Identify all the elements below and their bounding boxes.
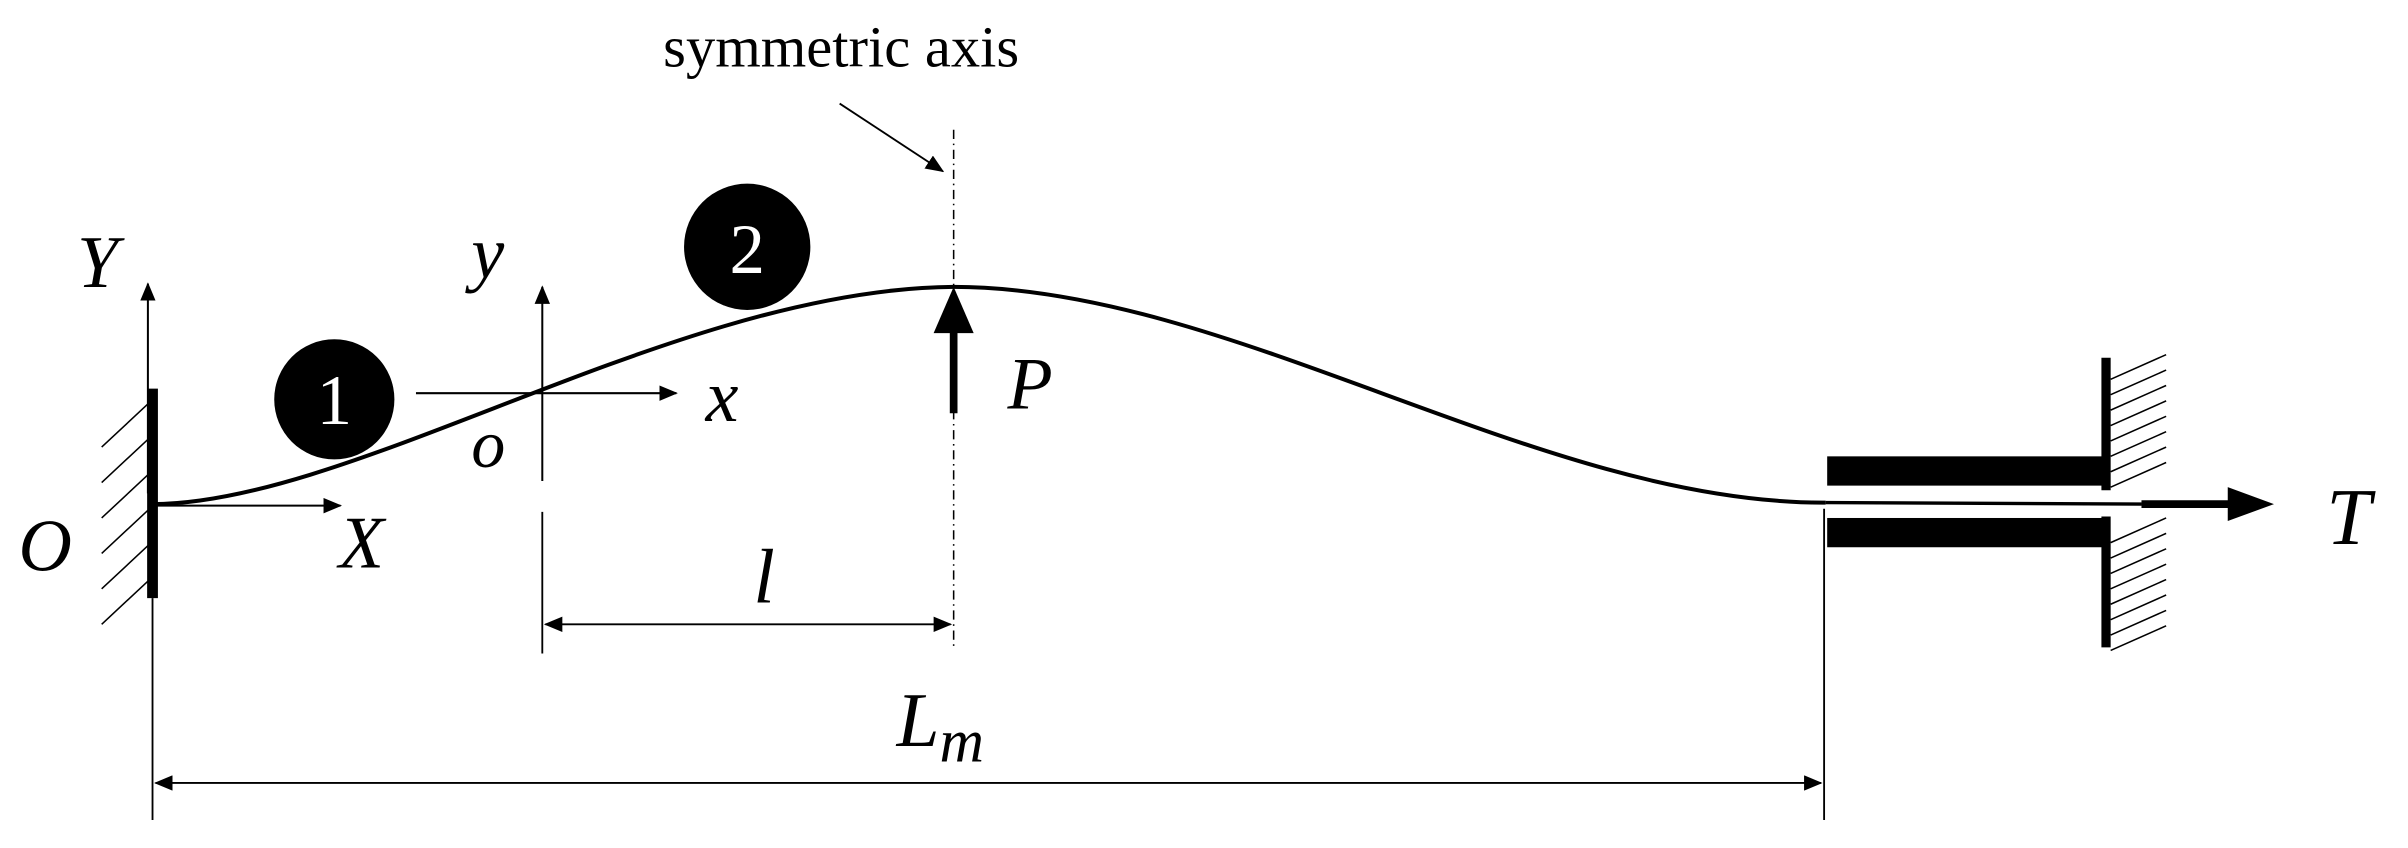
tension-t-arrowhead <box>2227 487 2274 522</box>
segment-marker-2: 2 <box>684 183 811 310</box>
guide-lower-bar <box>1827 517 2107 548</box>
segment-marker-2-label: 2 <box>729 211 764 289</box>
segment-marker-1-label: 1 <box>317 362 352 440</box>
left-support-hatching <box>101 403 149 625</box>
local-axes: y x o <box>415 212 739 482</box>
symmetric-axis: symmetric axis <box>663 15 1019 648</box>
global-x-label: X <box>336 501 387 583</box>
global-y-label: Y <box>77 221 125 303</box>
dimension-lm-base: L <box>896 677 940 763</box>
dimension-l: l <box>541 511 953 654</box>
beam-extension <box>1825 500 2142 506</box>
force-p-label: P <box>1007 343 1053 425</box>
local-x-label: x <box>705 355 739 437</box>
right-sliding-support <box>1825 353 2167 652</box>
tension-t: T <box>2141 474 2376 562</box>
left-fixed-support <box>101 388 158 625</box>
global-origin-label: O <box>18 504 71 586</box>
local-origin-label: o <box>471 407 505 482</box>
symmetric-axis-leader <box>839 102 945 173</box>
guide-upper-bar <box>1827 456 2107 486</box>
local-y-label: y <box>464 212 504 294</box>
force-p-arrowhead <box>933 286 974 334</box>
symmetric-axis-label: symmetric axis <box>663 15 1019 80</box>
global-axes: Y X O <box>18 221 386 586</box>
dimension-lm-subscript: m <box>939 707 983 775</box>
force-p: P <box>933 286 1053 425</box>
segment-marker-1: 1 <box>274 339 395 460</box>
beam-curve <box>152 284 1826 507</box>
dimension-lm-label: Lm <box>896 677 984 775</box>
tension-t-label: T <box>2326 474 2376 562</box>
dimension-l-label: l <box>753 534 774 620</box>
dimension-lm: Lm <box>151 508 1826 820</box>
right-support-hatching <box>2110 353 2167 652</box>
